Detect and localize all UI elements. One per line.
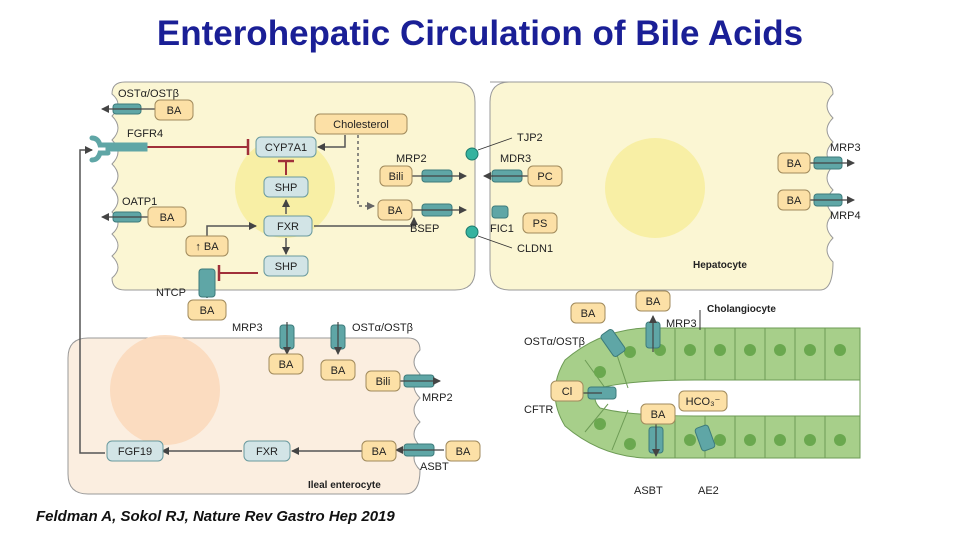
cholangiocyte-epithelium: [554, 327, 861, 459]
svg-text:BA: BA: [372, 446, 387, 458]
svg-text:CLDN1: CLDN1: [517, 243, 553, 255]
ba-box-mrp3-hep: BA: [777, 152, 811, 174]
pathway-lines: [79, 135, 418, 455]
svg-text:NTCP: NTCP: [156, 287, 186, 299]
svg-text:SHP: SHP: [275, 182, 298, 194]
hep-ba-oatp1: BA: [147, 206, 187, 228]
svg-text:MRP4: MRP4: [830, 210, 861, 222]
svg-text:MRP3: MRP3: [232, 322, 263, 334]
svg-text:OSTα/OSTβ: OSTα/OSTβ: [524, 336, 585, 348]
svg-text:Cholesterol: Cholesterol: [333, 119, 389, 131]
ba-box-bsep: BA: [377, 199, 413, 221]
bili-box-ileal: Bili: [365, 370, 401, 392]
ba-box-ileal-asbt-outer: BA: [445, 440, 481, 462]
svg-text:TJP2: TJP2: [517, 132, 543, 144]
svg-text:Cl: Cl: [562, 386, 572, 398]
svg-text:PS: PS: [533, 218, 548, 230]
svg-text:BSEP: BSEP: [410, 223, 439, 235]
svg-text:OSTα/OSTβ: OSTα/OSTβ: [118, 88, 179, 100]
svg-text:BA: BA: [651, 409, 666, 421]
svg-text:BA: BA: [160, 212, 175, 224]
fxr-box-hep: FXR: [263, 215, 313, 237]
ba-box-mrp4: BA: [777, 189, 811, 211]
svg-text:Bili: Bili: [389, 171, 404, 183]
fgfr4-receptor-icon: [89, 135, 148, 163]
svg-text:CYP7A1: CYP7A1: [265, 142, 307, 154]
hco3-box: HCO₃⁻: [678, 390, 728, 412]
svg-text:BA: BA: [581, 308, 596, 320]
ba-box-ileal-asbt-inner: BA: [361, 440, 397, 462]
svg-text:FGF19: FGF19: [118, 446, 152, 458]
fxr-box-ileal: FXR: [243, 440, 291, 462]
svg-text:BA: BA: [646, 296, 661, 308]
svg-text:BA: BA: [331, 365, 346, 377]
hep-ba-up: ↑ BA: [185, 235, 229, 257]
svg-text:FXR: FXR: [277, 221, 299, 233]
svg-text:BA: BA: [787, 158, 802, 170]
svg-text:BA: BA: [388, 205, 403, 217]
citation: Feldman A, Sokol RJ, Nature Rev Gastro H…: [36, 508, 395, 525]
slide-title: Enterohepatic Circulation of Bile Acids: [156, 14, 804, 53]
svg-text:BA: BA: [279, 359, 294, 371]
svg-text:OSTα/OSTβ: OSTα/OSTβ: [352, 322, 413, 334]
svg-text:Bili: Bili: [376, 376, 391, 388]
svg-text:FXR: FXR: [256, 446, 278, 458]
ba-box-chol-lumen: BA: [640, 403, 676, 425]
bili-box-hep: Bili: [379, 165, 413, 187]
svg-text:HCO₃⁻: HCO₃⁻: [686, 396, 721, 408]
ps-box: PS: [522, 212, 558, 234]
ileal-enterocyte-label: Ileal enterocyte: [308, 480, 381, 491]
svg-text:OATP1: OATP1: [122, 196, 157, 208]
hep-ba-ost: BA: [154, 99, 194, 121]
tight-junctions: [465, 147, 479, 239]
svg-text:AE2: AE2: [698, 485, 719, 497]
cyp7a1-box: CYP7A1: [255, 136, 317, 158]
svg-text:ASBT: ASBT: [634, 485, 663, 497]
transporter-labels: OSTα/OSTβ FGFR4 OATP1 NTCP MRP2 BSEP TJP…: [118, 88, 861, 497]
svg-text:MRP2: MRP2: [422, 392, 453, 404]
transport-arrows: [101, 105, 855, 457]
svg-text:MRP2: MRP2: [396, 153, 427, 165]
ba-box-ileal-ost: BA: [320, 359, 356, 381]
cholangiocyte-label: Cholangiocyte: [707, 304, 776, 315]
shp-box-bottom: SHP: [263, 255, 309, 277]
svg-text:ASBT: ASBT: [420, 461, 449, 473]
svg-text:BA: BA: [167, 105, 182, 117]
svg-text:BA: BA: [787, 195, 802, 207]
svg-text:FGFR4: FGFR4: [127, 128, 163, 140]
ileal-region: [67, 335, 421, 495]
shp-box-top: SHP: [263, 176, 309, 198]
svg-text:PC: PC: [537, 171, 552, 183]
svg-text:MRP3: MRP3: [666, 318, 697, 330]
svg-text:BA: BA: [456, 446, 471, 458]
hepatocyte-label: Hepatocyte: [693, 260, 747, 271]
hepatocyte-region: [111, 81, 834, 291]
svg-text:CFTR: CFTR: [524, 404, 553, 416]
ba-box-chol-ost: BA: [570, 302, 606, 324]
cl-box: Cl: [550, 380, 584, 402]
ba-box-ileal-mrp3: BA: [268, 353, 304, 375]
svg-text:SHP: SHP: [275, 261, 298, 273]
svg-text:BA: BA: [200, 305, 215, 317]
svg-text:FIC1: FIC1: [490, 223, 514, 235]
svg-text:↑ BA: ↑ BA: [195, 241, 219, 253]
svg-text:MRP3: MRP3: [830, 142, 861, 154]
pc-box: PC: [527, 165, 563, 187]
svg-text:MDR3: MDR3: [500, 153, 531, 165]
ba-box-chol-top: BA: [635, 290, 671, 312]
hep-ba-ntcp: BA: [187, 299, 227, 321]
cholesterol-box: Cholesterol: [314, 113, 408, 135]
fgf19-box: FGF19: [106, 440, 164, 462]
